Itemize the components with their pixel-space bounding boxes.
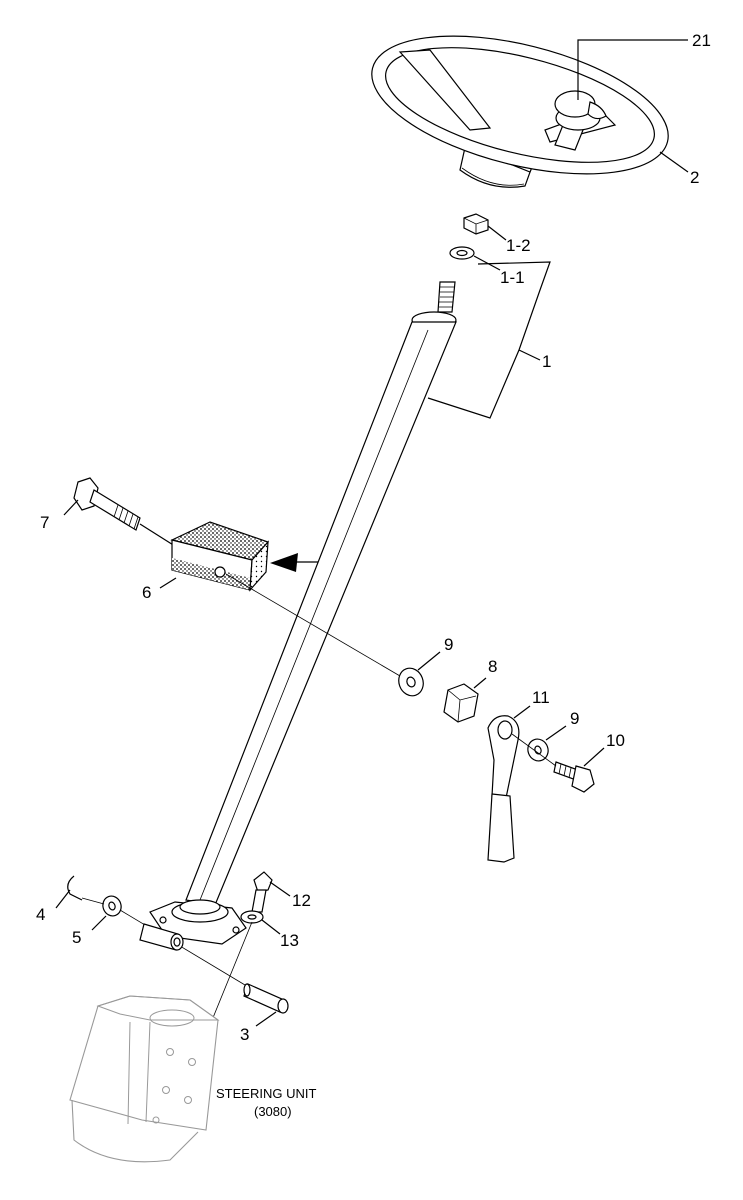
- hub-cap: [554, 90, 607, 131]
- callout-3: 3: [240, 1025, 249, 1044]
- pivot-block: [170, 521, 270, 592]
- bolt: [73, 477, 141, 531]
- callout-2: 2: [690, 168, 699, 187]
- washer: [398, 667, 424, 697]
- pivot-tube: [139, 923, 184, 951]
- callout-11: 11: [532, 688, 550, 707]
- washer: [240, 910, 264, 924]
- retaining-clip: [67, 875, 83, 901]
- nut: [463, 213, 489, 235]
- steering-wheel: [371, 35, 669, 188]
- callout-1: 1: [542, 352, 551, 371]
- callout-12: 12: [292, 891, 311, 910]
- callout-1-2: 1-2: [506, 236, 531, 255]
- steering-unit-number: (3080): [254, 1104, 292, 1119]
- callout-9-upper: 9: [444, 635, 453, 654]
- tilt-lever: [487, 715, 520, 863]
- spacer: [443, 683, 479, 723]
- callout-13: 13: [280, 931, 299, 950]
- steering-column: [149, 281, 457, 945]
- callout-10: 10: [606, 731, 625, 750]
- bolt: [553, 761, 595, 793]
- washer: [449, 246, 475, 260]
- callout-1-1: 1-1: [500, 268, 525, 287]
- callout-6: 6: [142, 583, 151, 602]
- callout-9-lower: 9: [570, 709, 579, 728]
- cap-screw: [251, 871, 273, 913]
- callout-7: 7: [40, 513, 49, 532]
- callout-21: 21: [692, 31, 711, 50]
- steering-unit-label: STEERING UNIT: [216, 1086, 316, 1101]
- washer: [102, 895, 122, 917]
- callout-5: 5: [72, 928, 81, 947]
- pivot-pin: [243, 983, 289, 1014]
- steering-unit: [69, 995, 220, 1163]
- callout-8: 8: [488, 657, 497, 676]
- callout-4: 4: [36, 905, 45, 924]
